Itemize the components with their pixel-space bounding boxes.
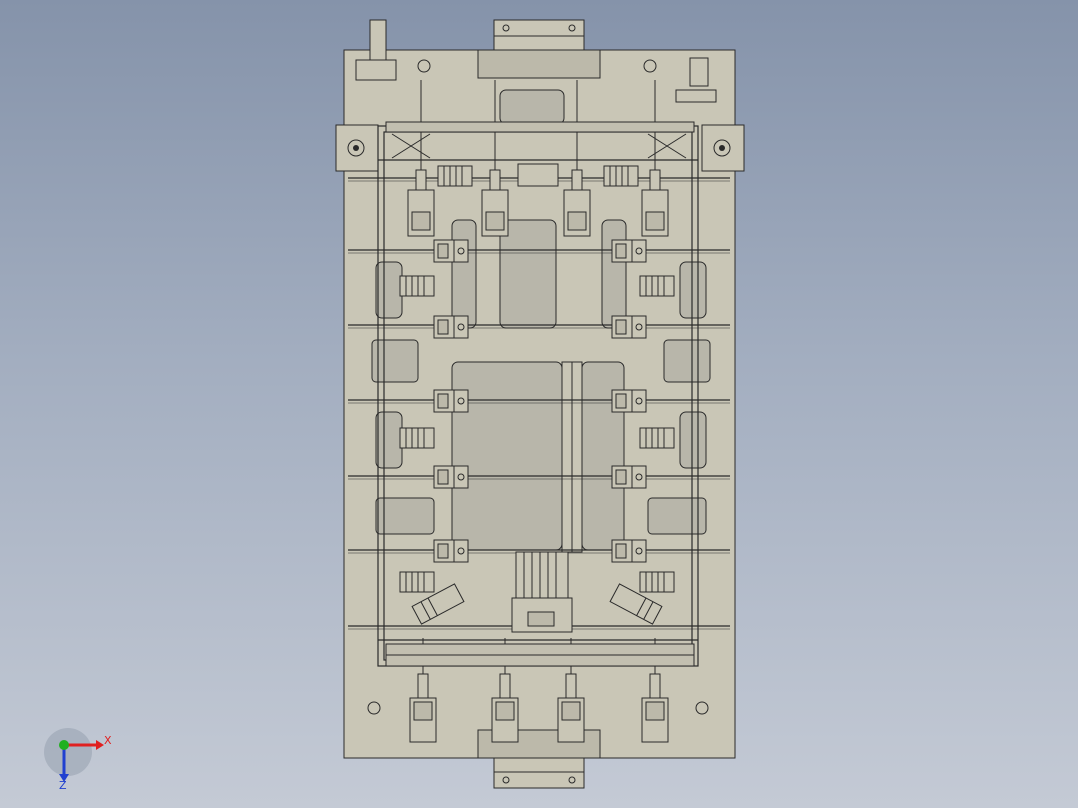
center-spine bbox=[561, 361, 583, 553]
cylinder bbox=[399, 427, 435, 449]
clamp-block-right bbox=[611, 539, 647, 563]
top-truss bbox=[391, 133, 687, 187]
right-clamp-column bbox=[611, 239, 647, 563]
clamp-block-left bbox=[433, 315, 469, 339]
top-clamp-row bbox=[407, 80, 669, 237]
diagonal-cylinder-right bbox=[609, 583, 663, 625]
top-clamp-unit bbox=[407, 80, 435, 237]
clamp-block-right bbox=[611, 389, 647, 413]
clamp-block-left bbox=[433, 539, 469, 563]
top-clamp-unit bbox=[641, 80, 669, 237]
cylinder bbox=[639, 427, 675, 449]
clamp-block-left bbox=[433, 465, 469, 489]
top-locating-pins bbox=[355, 19, 717, 715]
y-axis-dot bbox=[59, 740, 69, 750]
cylinder bbox=[639, 571, 675, 593]
pneumatic-cylinders bbox=[399, 165, 675, 593]
x-axis-label: X bbox=[104, 734, 112, 747]
cylinder bbox=[639, 275, 675, 297]
top-clamp-unit bbox=[563, 80, 591, 237]
clamp-block-left bbox=[433, 239, 469, 263]
side-mount-right bbox=[701, 124, 745, 172]
clamp-block-right bbox=[611, 315, 647, 339]
cylinder bbox=[399, 571, 435, 593]
top-clamp-unit bbox=[481, 80, 509, 237]
coordinate-triad[interactable]: X Z bbox=[44, 728, 112, 792]
diagonal-cylinder-left bbox=[411, 583, 465, 625]
bottom-rail bbox=[385, 121, 695, 667]
cylinder bbox=[603, 165, 639, 187]
clamp-block-left bbox=[433, 389, 469, 413]
clamp-block-right bbox=[611, 239, 647, 263]
cylinder bbox=[399, 275, 435, 297]
bottom-clamp-unit bbox=[641, 638, 669, 743]
clamp-block-right bbox=[611, 465, 647, 489]
cylinder bbox=[437, 165, 473, 187]
z-axis-label: Z bbox=[59, 779, 67, 792]
side-mount-left bbox=[335, 124, 379, 172]
top-bracket bbox=[477, 19, 601, 79]
bottom-center-actuator bbox=[511, 551, 573, 633]
left-clamp-column bbox=[433, 239, 469, 563]
